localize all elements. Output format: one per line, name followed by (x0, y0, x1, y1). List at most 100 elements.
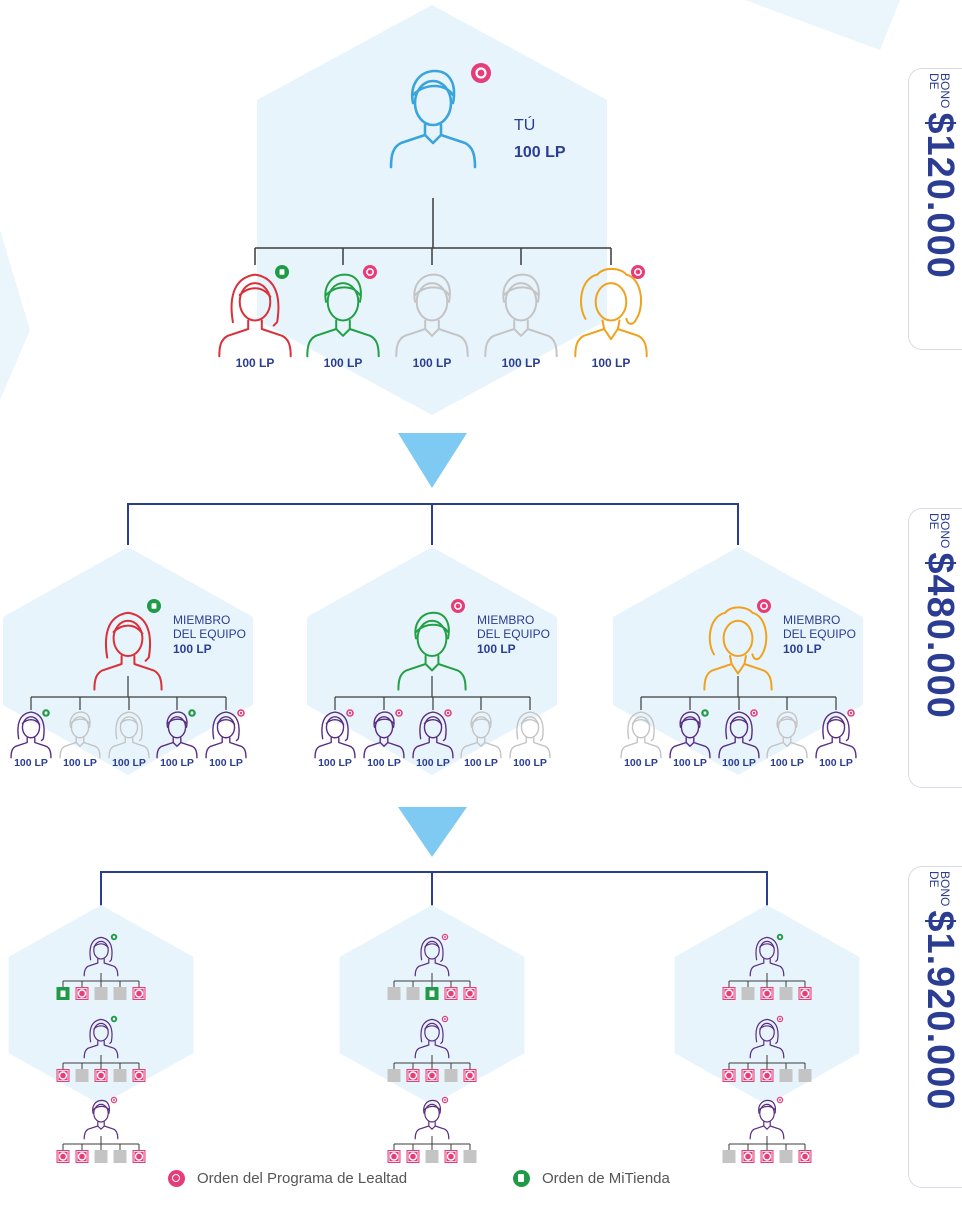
order-square-loyalty-ring (408, 1152, 418, 1161)
hair-part-line (166, 718, 188, 725)
member-3-child-label-3: 100 LP (722, 757, 756, 769)
order-square-loyalty (75, 987, 89, 1000)
order-square-loyalty-ring (743, 1071, 753, 1080)
order-square-loyalty-ring (96, 1071, 106, 1080)
order-square-loyalty-ring (134, 1152, 144, 1161)
member-1-child-badge-icon-5 (237, 709, 245, 717)
member-2-child-label-1: 100 LP (318, 757, 352, 769)
order-square-loyalty-frame (761, 1070, 773, 1081)
bottom-2-badge-icon-2 (441, 1015, 449, 1023)
member-badge-icon-2 (451, 599, 465, 613)
order-square-loyalty (760, 1069, 774, 1082)
face-outline (680, 716, 700, 739)
face-outline (759, 1103, 775, 1123)
member-3-child-label-1: 100 LP (624, 757, 658, 769)
hair-outline (420, 1018, 444, 1045)
store-badge-bag (703, 711, 707, 715)
member-2-child-person-icon-5 (509, 711, 551, 759)
order-square-loyalty (132, 987, 146, 1000)
fringe-line (631, 719, 651, 726)
hair-outline (679, 711, 701, 728)
bonus-amount-2: $480.000 (919, 552, 961, 719)
order-square-empty (113, 987, 127, 1000)
you-points: 100 LP (514, 144, 566, 161)
body-outline (460, 737, 502, 759)
body-outline (314, 737, 356, 759)
member-points-3: 100 LP (783, 642, 822, 656)
top-child-label-4: 100 LP (502, 356, 541, 370)
bottom-hexagon-3 (674, 905, 860, 1105)
hair-part-line (758, 1105, 776, 1111)
face-outline (777, 716, 797, 739)
order-square-loyalty (741, 1069, 755, 1082)
hair-outline (755, 1018, 779, 1045)
bonus-de-2: DE (927, 513, 942, 530)
member-person-icon-1 (93, 611, 163, 691)
bonus-de-3: DE (927, 871, 942, 888)
member-1-child-person-icon-4 (156, 711, 198, 759)
top-child-person-icon-3 (395, 273, 469, 358)
face-outline (424, 1022, 440, 1042)
order-square-empty (406, 987, 420, 1000)
member-title-line2-2: DEL EQUIPO (477, 627, 550, 641)
face-outline (374, 716, 394, 739)
top-child-badge-icon-2 (363, 265, 377, 279)
hair-outline (89, 1018, 113, 1045)
hair-outline (410, 69, 456, 105)
hair-outline (755, 936, 779, 963)
loyalty-badge-ring (454, 602, 462, 610)
member-1-child-label-4: 100 LP (160, 757, 194, 769)
face-outline (424, 1103, 440, 1123)
store-badge-bag (778, 935, 782, 939)
member-3-child-person-icon-4 (766, 711, 808, 759)
member-title-line1-2: MIEMBRO (477, 613, 534, 627)
member-3-child-person-icon-1 (620, 711, 662, 759)
order-square-empty (741, 987, 755, 1000)
curly-hair-outline (580, 267, 643, 325)
order-square-loyalty (387, 1150, 401, 1163)
order-square-loyalty-ring (408, 1071, 418, 1080)
loyalty-badge-ring (443, 1017, 447, 1021)
store-badge-bag (151, 603, 157, 609)
hair-part-line (470, 718, 492, 725)
bottom-2-badge-icon-3 (441, 1096, 449, 1104)
loyalty-badge-ring (238, 710, 244, 716)
fringe-line (119, 719, 139, 726)
order-square-loyalty (463, 1069, 477, 1082)
body-outline (669, 737, 711, 759)
fringe-line (424, 1025, 440, 1031)
face-outline (93, 1022, 109, 1042)
bottom-2-person-icon-1 (414, 936, 450, 977)
fringe-line (238, 287, 272, 298)
body-outline (93, 655, 163, 691)
bottom-1-person-icon-1 (83, 936, 119, 977)
member-2-child-person-icon-2 (363, 711, 405, 759)
bottom-3-tree-lines-3 (728, 1136, 806, 1150)
order-square-loyalty-ring (77, 1152, 87, 1161)
order-square-loyalty-ring (427, 1071, 437, 1080)
top-hexagon (257, 5, 607, 415)
bottom-1-person-icon-3 (83, 1099, 119, 1140)
member-1-child-person-icon-5 (205, 711, 247, 759)
hair-part-line (502, 286, 540, 296)
level3-connector (100, 871, 768, 912)
top-child-person-icon-4 (484, 273, 558, 358)
body-outline (766, 737, 808, 759)
member-2-child-person-icon-3 (412, 711, 454, 759)
face-outline (325, 716, 345, 739)
body-outline (397, 655, 467, 691)
face-outline (759, 1022, 775, 1042)
body-outline (10, 737, 52, 759)
order-square-loyalty-ring (465, 1071, 475, 1080)
bonus-amount-1: $120.000 (919, 112, 961, 279)
face-outline (423, 716, 443, 739)
bottom-1-tree-lines-2 (62, 1055, 140, 1069)
order-square-loyalty (406, 1069, 420, 1082)
order-square-loyalty (798, 987, 812, 1000)
bottom-hexagon-2 (339, 905, 525, 1105)
member-badge-icon-3 (757, 599, 771, 613)
bottom-3-person-icon-2 (749, 1018, 785, 1059)
member-2-child-badge-icon-1 (346, 709, 354, 717)
member-1-child-person-icon-2 (59, 711, 101, 759)
